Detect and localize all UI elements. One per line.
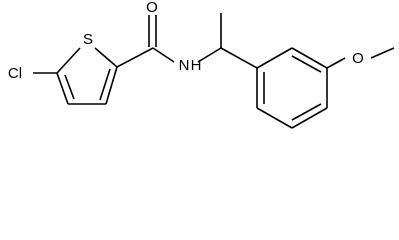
bond-b2-b3-inner [291, 55, 322, 73]
bond-b2-b3 [291, 47, 328, 69]
molecule-structure-diagram: Cl S O N H O [8, 0, 395, 129]
bond-carbonyl-n [152, 47, 175, 63]
atom-label-s: S [83, 31, 93, 48]
structure-canvas: Cl S O N H O [8, 0, 395, 129]
bond-c2-c3 [105, 66, 118, 105]
atom-label-o-carbonyl: O [146, 0, 158, 16]
bond-ring-o [326, 57, 346, 69]
bond-c2-c3-inner [99, 68, 111, 101]
bond-n-ch [197, 47, 222, 63]
bond-b1-b2 [256, 47, 293, 69]
atom-label-h: H [191, 57, 202, 74]
bond-c4-c5-inner [64, 74, 75, 100]
bond-s-c2 [94, 47, 118, 68]
bond-ch-ring [220, 47, 258, 69]
benzene-ring [256, 47, 328, 129]
bond-c4-c5 [56, 72, 69, 105]
bond-b5-b6 [256, 107, 293, 129]
thiophene-ring [56, 47, 118, 105]
bond-b4-b5-inner [291, 103, 322, 121]
atom-label-o-methoxy: O [352, 50, 364, 67]
bond-o-methyl [370, 47, 395, 59]
bond-b4-b5 [291, 107, 328, 129]
atom-label-n: N [179, 57, 190, 74]
bond-c5-s [56, 47, 81, 74]
atom-label-cl: Cl [8, 65, 22, 82]
bond-c2-carbonyl [116, 47, 154, 68]
